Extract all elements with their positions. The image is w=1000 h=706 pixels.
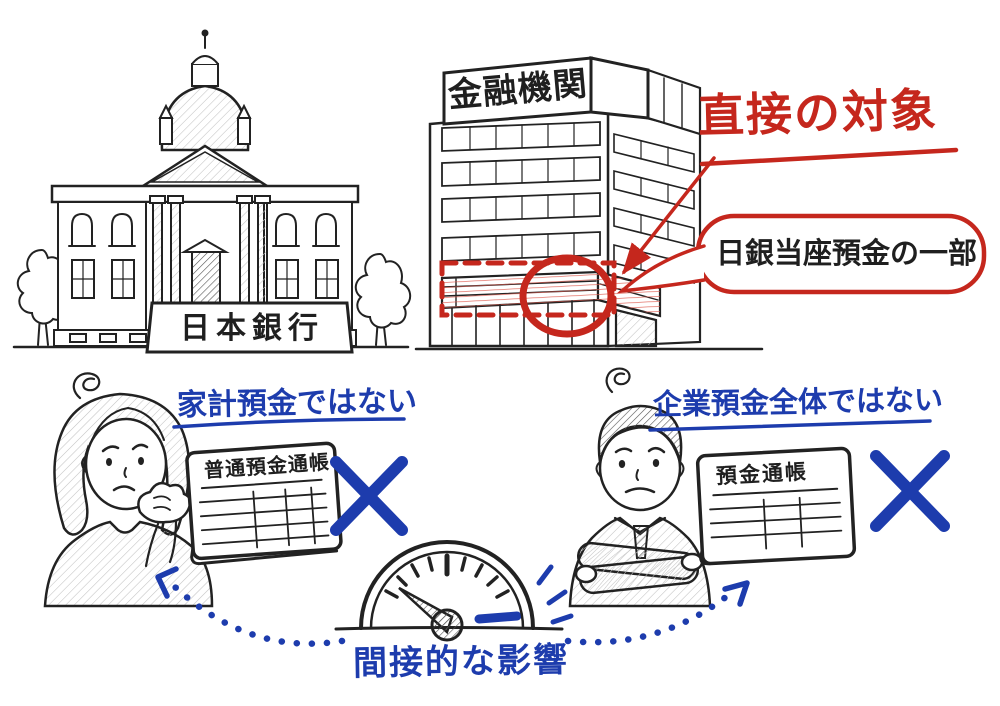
- corporate-passbook-title: 預金通帳: [715, 459, 809, 489]
- dotted-arrow-left: [171, 583, 346, 647]
- confusion-scribble-icon: [72, 372, 101, 400]
- gauge-highlight-dash-icon: [474, 611, 522, 624]
- boj-signboard: [145, 301, 354, 354]
- woman-character: [43, 372, 214, 608]
- tree-right-icon: [354, 252, 412, 346]
- gauge-icon: [334, 540, 564, 642]
- highlight-oval: [519, 254, 615, 338]
- household-caption-underline: [172, 417, 406, 429]
- corporate-caption: 企業預金全体ではない: [652, 382, 944, 422]
- arrow-to-building-icon: [621, 156, 716, 275]
- financial-institution-building: [414, 56, 764, 351]
- bubble-label: 日銀当座預金の一部: [716, 236, 978, 270]
- arrowhead-left-icon: [155, 566, 179, 599]
- blue-annotations: [155, 417, 950, 647]
- speech-bubble-tail-icon: [616, 244, 706, 294]
- cross-mark-corporate: [870, 450, 950, 532]
- boj-sign-label: 日本銀行: [180, 311, 324, 346]
- boj-building: [12, 29, 412, 354]
- arrowhead-right-icon: [722, 580, 750, 607]
- dotted-arrow-right: [564, 589, 735, 646]
- man-character: [568, 367, 712, 608]
- household-passbook: [185, 441, 343, 566]
- red-annotations: [439, 147, 987, 338]
- direct-target-underline: [699, 147, 959, 167]
- household-caption: 家計預金ではない: [176, 383, 418, 424]
- financial-signboard: [442, 56, 650, 126]
- corporate-passbook: [695, 446, 857, 566]
- gauge-pivot: [430, 608, 464, 642]
- confusion-scribble-icon: [605, 367, 631, 394]
- corporate-caption-underline: [648, 419, 932, 432]
- gauge-caption: 間接的な影響: [352, 640, 570, 684]
- direct-target-label: 直接の対象: [697, 82, 939, 144]
- emphasis-sparkles-icon: [536, 564, 574, 625]
- cross-mark-household: [330, 456, 408, 536]
